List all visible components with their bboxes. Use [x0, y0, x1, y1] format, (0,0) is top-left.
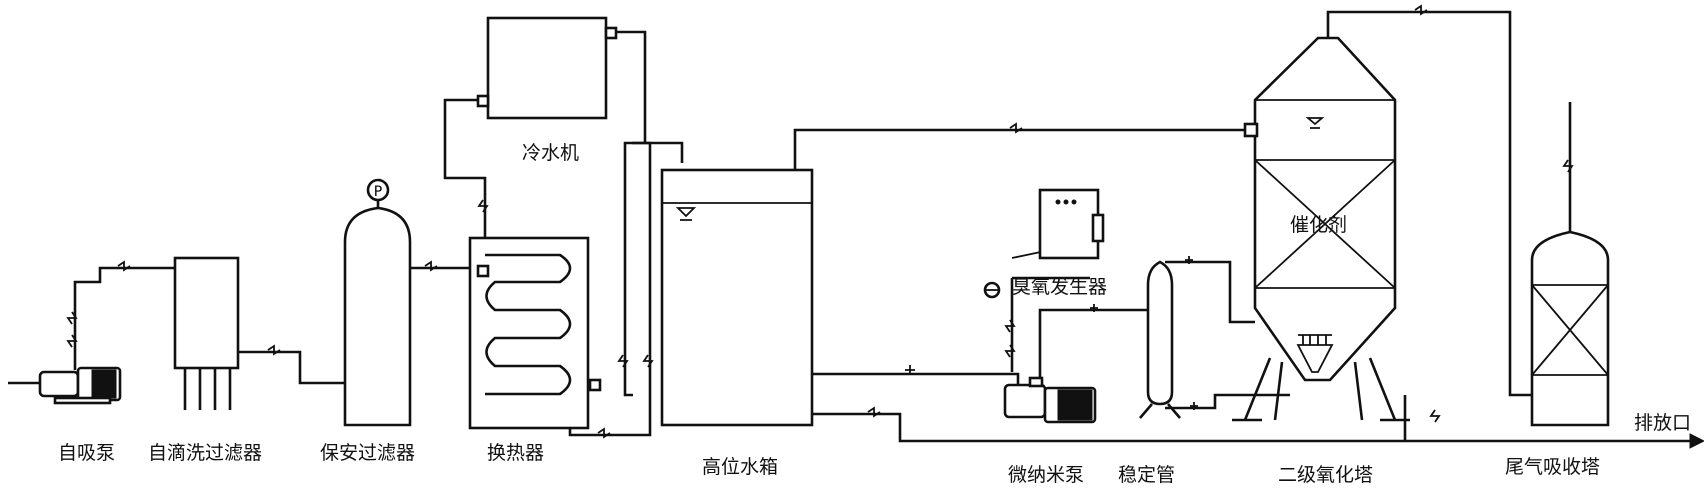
- pressure-gauge-1: P: [366, 178, 390, 202]
- label-secondary-oxidation-tower: 二级氧化塔: [1278, 464, 1374, 486]
- heat-exchanger-symbol: [468, 236, 602, 430]
- stabilizer-tube-symbol: [1139, 260, 1181, 419]
- security-filter-symbol: [343, 200, 412, 427]
- chiller-symbol: [476, 16, 618, 120]
- label-stabilizer-tube: 稳定管: [1118, 464, 1176, 486]
- label-tail-gas-absorption-tower: 尾气吸收塔: [1505, 456, 1601, 478]
- label-micro-nano-pump: 微纳米泵: [1008, 464, 1085, 486]
- valves: [66, 4, 1574, 439]
- label-high-water-tank: 高位水箱: [702, 456, 779, 478]
- tail-gas-absorption-tower-symbol: [1530, 230, 1610, 427]
- self-cleaning-filter-symbol: [173, 256, 240, 410]
- label-chiller: 冷水机: [522, 142, 580, 164]
- label-ozone-generator: 臭氧发生器: [1012, 276, 1108, 298]
- label-catalyst: 催化剂: [1290, 214, 1348, 236]
- pressure-gauge-1-symbol: P: [374, 184, 382, 200]
- label-discharge-outlet: 排放口: [1634, 412, 1692, 434]
- discharge-arrow-icon: [1689, 433, 1704, 449]
- micro-nano-pump-symbol: [1003, 376, 1097, 424]
- ozone-generator-symbol: [983, 188, 1105, 299]
- high-water-tank-symbol: [660, 168, 814, 427]
- label-self-priming-pump: 自吸泵: [58, 442, 116, 464]
- pipe-network: [8, 10, 1690, 443]
- label-self-cleaning-filter: 自滴洗过滤器: [148, 442, 263, 464]
- self-priming-pump-symbol: [38, 366, 122, 405]
- label-security-filter: 保安过滤器: [320, 442, 416, 464]
- label-heat-exchanger: 换热器: [487, 442, 545, 464]
- secondary-oxidation-tower-symbol: [1232, 36, 1410, 422]
